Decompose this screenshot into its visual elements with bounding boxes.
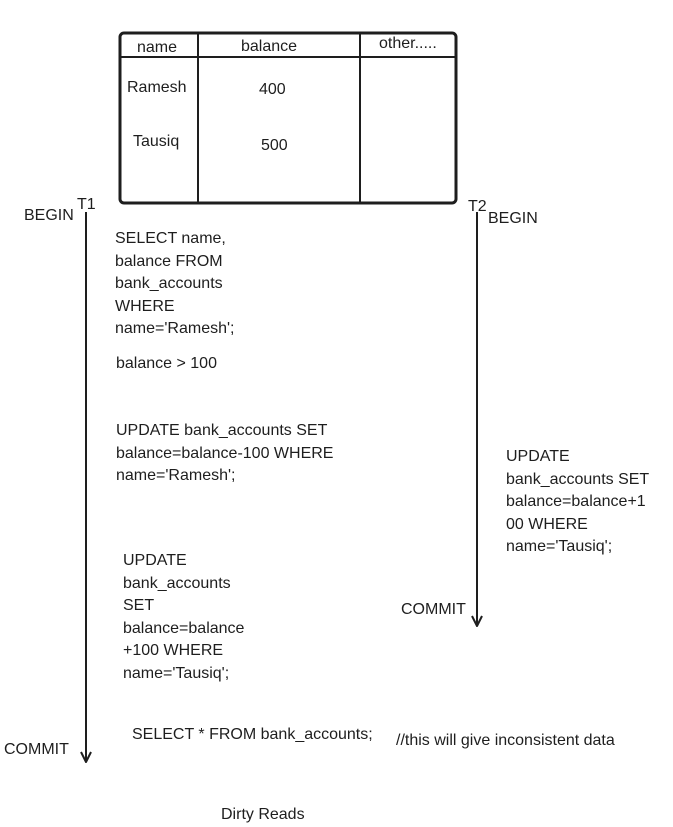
- t1-label: T1: [77, 196, 96, 213]
- table-border: [118, 31, 458, 205]
- t2-update-tausiq: UPDATE bank_accounts SET balance=balance…: [506, 448, 650, 555]
- t1-commit: COMMIT: [4, 741, 69, 758]
- t1-select-ramesh: SELECT name, balance FROM bank_accounts …: [115, 230, 235, 337]
- table-cell-name-ramesh: Ramesh: [127, 79, 187, 96]
- table-cell-name-tausiq: Tausiq: [133, 133, 180, 150]
- t2-label: T2: [468, 198, 487, 215]
- t2-begin: BEGIN: [488, 210, 538, 227]
- table-header-divider: [120, 55, 456, 59]
- table-cell-balance-tausiq: 500: [261, 137, 288, 154]
- t1-balance-check: balance > 100: [116, 355, 217, 372]
- table-header-other: other.....: [379, 35, 437, 52]
- table-header-name: name: [137, 39, 178, 56]
- t1-arrowhead: [80, 751, 92, 763]
- inconsistency-comment: //this will give inconsistent data: [396, 732, 615, 749]
- t1-update-ramesh: UPDATE bank_accounts SET balance=balance…: [116, 422, 334, 484]
- table-cell-balance-ramesh: 400: [259, 81, 286, 98]
- t2-arrowhead: [471, 615, 483, 627]
- table-header-balance: balance: [241, 38, 298, 55]
- t1-update-tausiq: UPDATE bank_accounts SET balance=balance…: [123, 552, 245, 682]
- t1-select-all: SELECT * FROM bank_accounts;: [132, 726, 373, 743]
- t2-commit: COMMIT: [401, 601, 466, 618]
- t1-begin: BEGIN: [24, 207, 74, 224]
- diagram-caption: Dirty Reads: [221, 806, 305, 823]
